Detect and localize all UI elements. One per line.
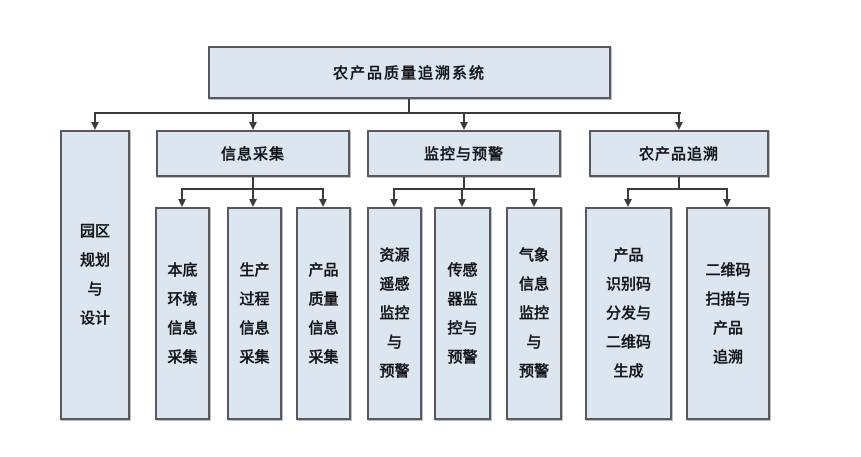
node-label-line: 信息 [518,275,549,293]
connector-line [463,112,465,123]
node-park-planning-design: 园区规划与设计 [60,130,130,420]
node-label-line: 分发与 [605,304,651,322]
connector-line [94,112,681,114]
node-label-line: 遥感 [379,275,410,293]
node-id-code-qr-generation: 产品识别码分发与二维码生成 [585,207,672,420]
arrow-down-icon [723,199,731,207]
arrow-down-icon [675,122,683,130]
connector-line [461,188,463,199]
node-label-line: 追溯 [712,347,743,366]
node-label-line: 二维码 [605,333,651,351]
arrow-down-icon [319,199,327,207]
node-product-trace: 农产品追溯 [589,130,769,177]
connector-line [252,188,254,199]
node-weather-info-monitor-warning: 气象信息监控与预警 [506,207,562,420]
node-label-line: 采集 [167,347,198,366]
node-label-line: 与 [87,280,103,298]
connector-line [678,177,680,190]
node-label-line: 与 [386,333,402,351]
connector-line [627,188,629,199]
node-product-quality-info-collection: 产品质量信息采集 [296,207,351,420]
node-monitoring-warning: 监控与预警 [367,130,561,177]
node-label-line: 传感 [447,260,478,279]
arrow-down-icon [390,199,398,207]
node-label-line: 信息 [239,318,270,337]
connector-line [408,99,410,113]
node-label-line: 监控 [518,304,549,322]
connector-line [252,177,254,190]
connector-line [463,177,465,190]
node-baseline-env-info-collection: 本底环境信息采集 [155,207,210,420]
node-monitoring-warning-label: 监控与预警 [423,145,504,163]
node-sensor-monitor-warning: 传感器监控与预警 [434,207,491,420]
arrow-down-icon [530,199,538,207]
node-production-process-info-collection: 生产过程信息采集 [227,207,282,420]
node-label-line: 过程 [239,289,270,308]
connector-line [94,112,96,123]
connector-line [252,112,254,123]
node-label-line: 信息 [308,318,339,337]
connector-line [678,112,680,123]
node-label-line: 气象 [518,246,549,264]
node-label-line: 产品 [613,246,644,264]
node-label-line: 预警 [379,362,410,380]
node-label-line: 生产 [239,260,270,279]
node-label-line: 器监 [447,289,478,308]
node-label-line: 质量 [308,289,339,308]
arrow-down-icon [460,122,468,130]
arrow-down-icon [249,122,257,130]
node-label-line: 本底 [167,260,198,279]
node-label-line: 资源 [379,246,410,264]
arrow-down-icon [249,199,257,207]
node-label-line: 信息 [167,318,198,337]
node-info-collection: 信息采集 [156,130,350,177]
node-label-line: 生成 [613,362,644,380]
arrow-down-icon [178,199,186,207]
connector-line [533,188,535,199]
node-info-collection-label: 信息采集 [220,145,285,163]
node-label-line: 产品 [712,318,743,337]
node-root-label: 农产品质量追溯系统 [332,64,486,82]
node-label-line: 预警 [447,347,478,366]
arrow-down-icon [458,199,466,207]
node-remote-sensing-monitor-warning: 资源遥感监控与预警 [367,207,422,420]
node-label-line: 扫描与 [705,289,751,308]
node-label-line: 采集 [239,347,270,366]
node-root: 农产品质量追溯系统 [208,46,611,99]
connector-line [322,188,324,199]
connector-line [181,188,183,199]
connector-line [627,188,728,190]
node-label-line: 采集 [308,347,339,366]
node-product-trace-label: 农产品追溯 [638,145,719,163]
node-label-line: 与 [526,333,542,351]
arrow-down-icon [91,122,99,130]
node-label-line: 控与 [447,318,478,337]
connector-line [393,188,395,199]
node-label-line: 园区 [79,222,110,240]
node-label-line: 产品 [308,260,339,279]
node-qr-scan-product-trace: 二维码扫描与产品追溯 [686,207,770,420]
node-label-line: 规划 [79,251,110,269]
node-label-line: 环境 [167,289,198,308]
node-label-line: 设计 [79,309,110,327]
connector-line [726,188,728,199]
node-label-line: 预警 [518,362,549,380]
node-label-line: 监控 [379,304,410,322]
connector-line [393,188,535,190]
arrow-down-icon [624,199,632,207]
node-label-line: 二维码 [705,260,751,279]
node-label-line: 识别码 [605,275,651,293]
